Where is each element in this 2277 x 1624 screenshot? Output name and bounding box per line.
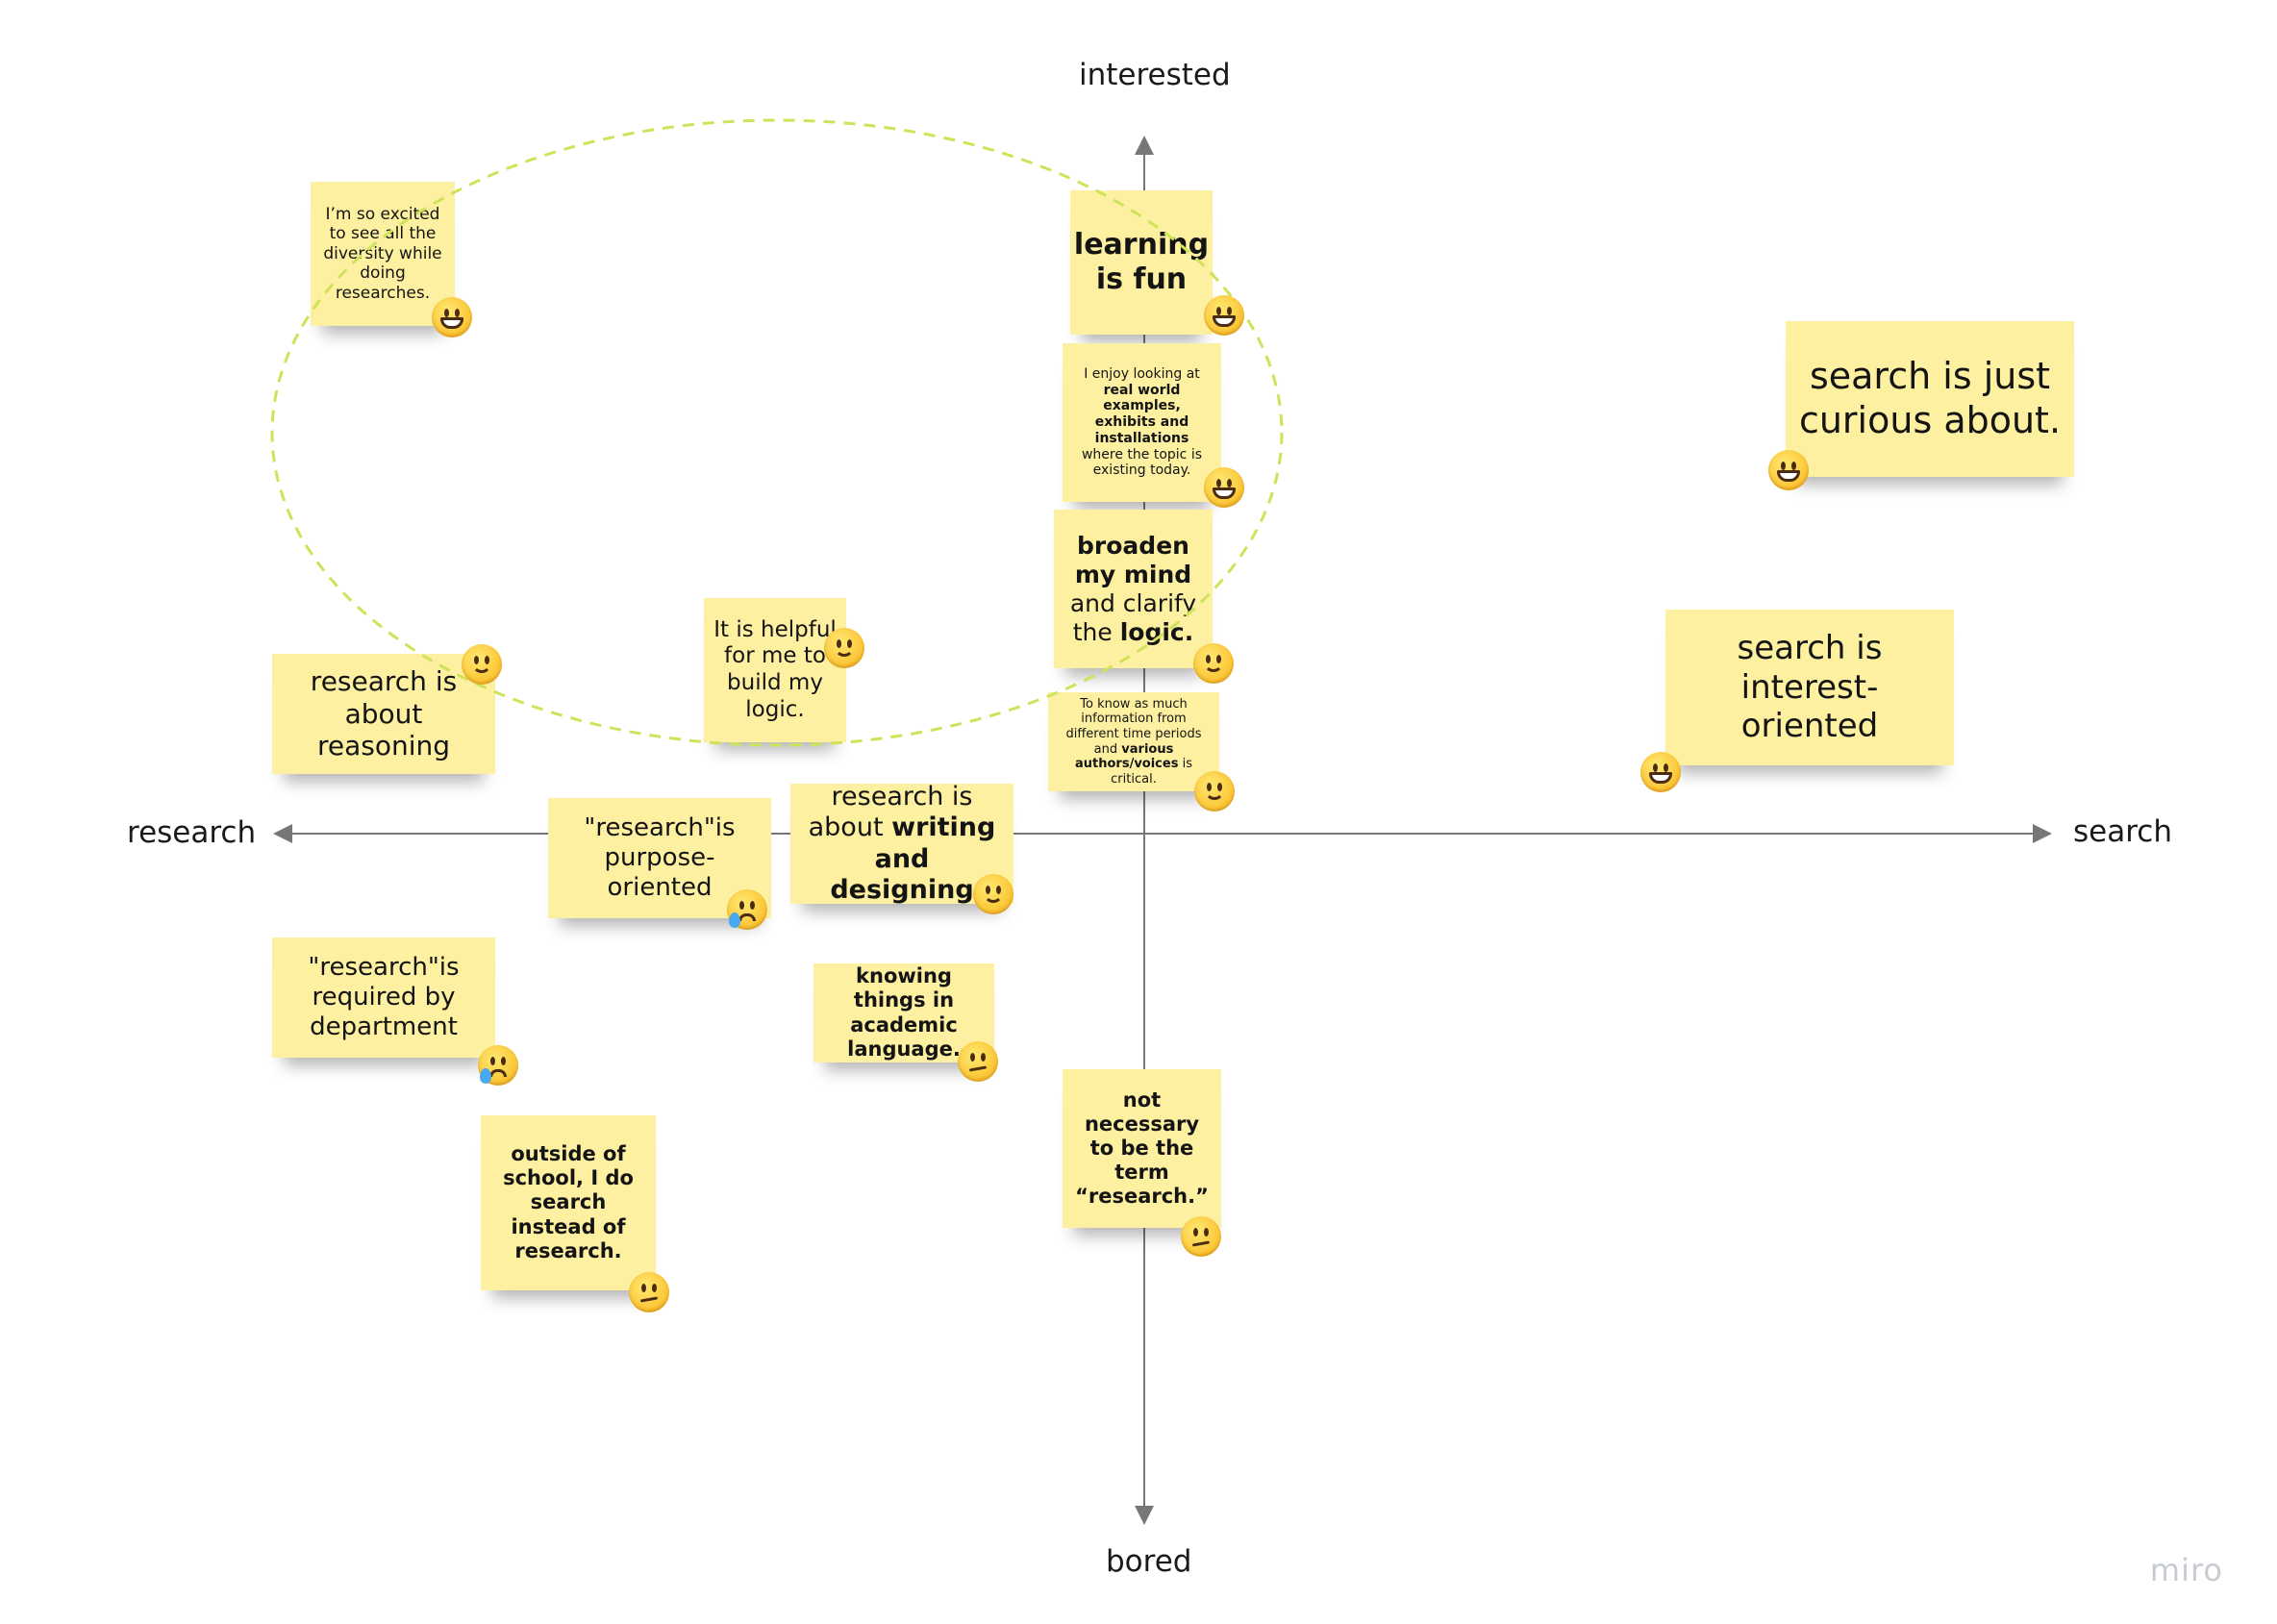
grinning-face-icon	[432, 297, 472, 337]
confused-face-icon	[958, 1041, 998, 1082]
grinning-face-icon	[1768, 450, 1809, 490]
axis-label-research: research	[127, 815, 257, 850]
slightly-smiling-face-icon	[973, 874, 1013, 914]
sticky-note-academic-language[interactable]: knowing things in academic language.	[813, 963, 994, 1062]
grinning-face-icon	[1640, 752, 1681, 792]
confused-face-icon	[1181, 1216, 1221, 1257]
axis-label-bored: bored	[1106, 1544, 1192, 1579]
cluster-outline	[270, 118, 1284, 747]
grinning-face-icon	[1204, 467, 1244, 508]
sticky-note-broaden-mind[interactable]: broaden my mind and clarify the logic.	[1054, 510, 1213, 668]
sticky-note-required-department[interactable]: "research"is required by department	[272, 937, 495, 1058]
axis-label-interested: interested	[1079, 58, 1231, 92]
sticky-note-real-world-examples[interactable]: I enjoy looking at real world examples, …	[1063, 343, 1221, 502]
slightly-smiling-face-icon	[462, 644, 502, 685]
slightly-smiling-face-icon	[1193, 643, 1234, 684]
sticky-note-search-curious[interactable]: search is just curious about.	[1786, 321, 2074, 477]
crying-face-icon	[478, 1045, 518, 1086]
sticky-note-purpose-oriented[interactable]: "research"is purpose-oriented	[548, 798, 771, 918]
confused-face-icon	[629, 1272, 669, 1312]
axis-label-search: search	[2073, 814, 2172, 849]
sticky-note-helpful-logic[interactable]: It is helpful for me to build my logic.	[704, 598, 846, 742]
sticky-note-not-necessary[interactable]: not necessary to be the term “research.”	[1063, 1069, 1221, 1228]
sticky-note-various-voices[interactable]: To know as much information from differe…	[1048, 692, 1219, 791]
crying-face-icon	[727, 889, 767, 930]
slightly-smiling-face-icon	[824, 628, 864, 668]
slightly-smiling-face-icon	[1194, 771, 1235, 812]
grinning-face-icon	[1204, 295, 1244, 336]
miro-logo: miro	[2149, 1552, 2223, 1588]
sticky-note-search-interest[interactable]: search is interest-oriented	[1665, 610, 1954, 765]
sticky-note-excited-diversity[interactable]: I’m so excited to see all the diversity …	[311, 182, 455, 326]
sticky-note-learning-fun[interactable]: learning is fun	[1070, 190, 1213, 335]
sticky-note-outside-school[interactable]: outside of school, I do search instead o…	[481, 1115, 656, 1290]
